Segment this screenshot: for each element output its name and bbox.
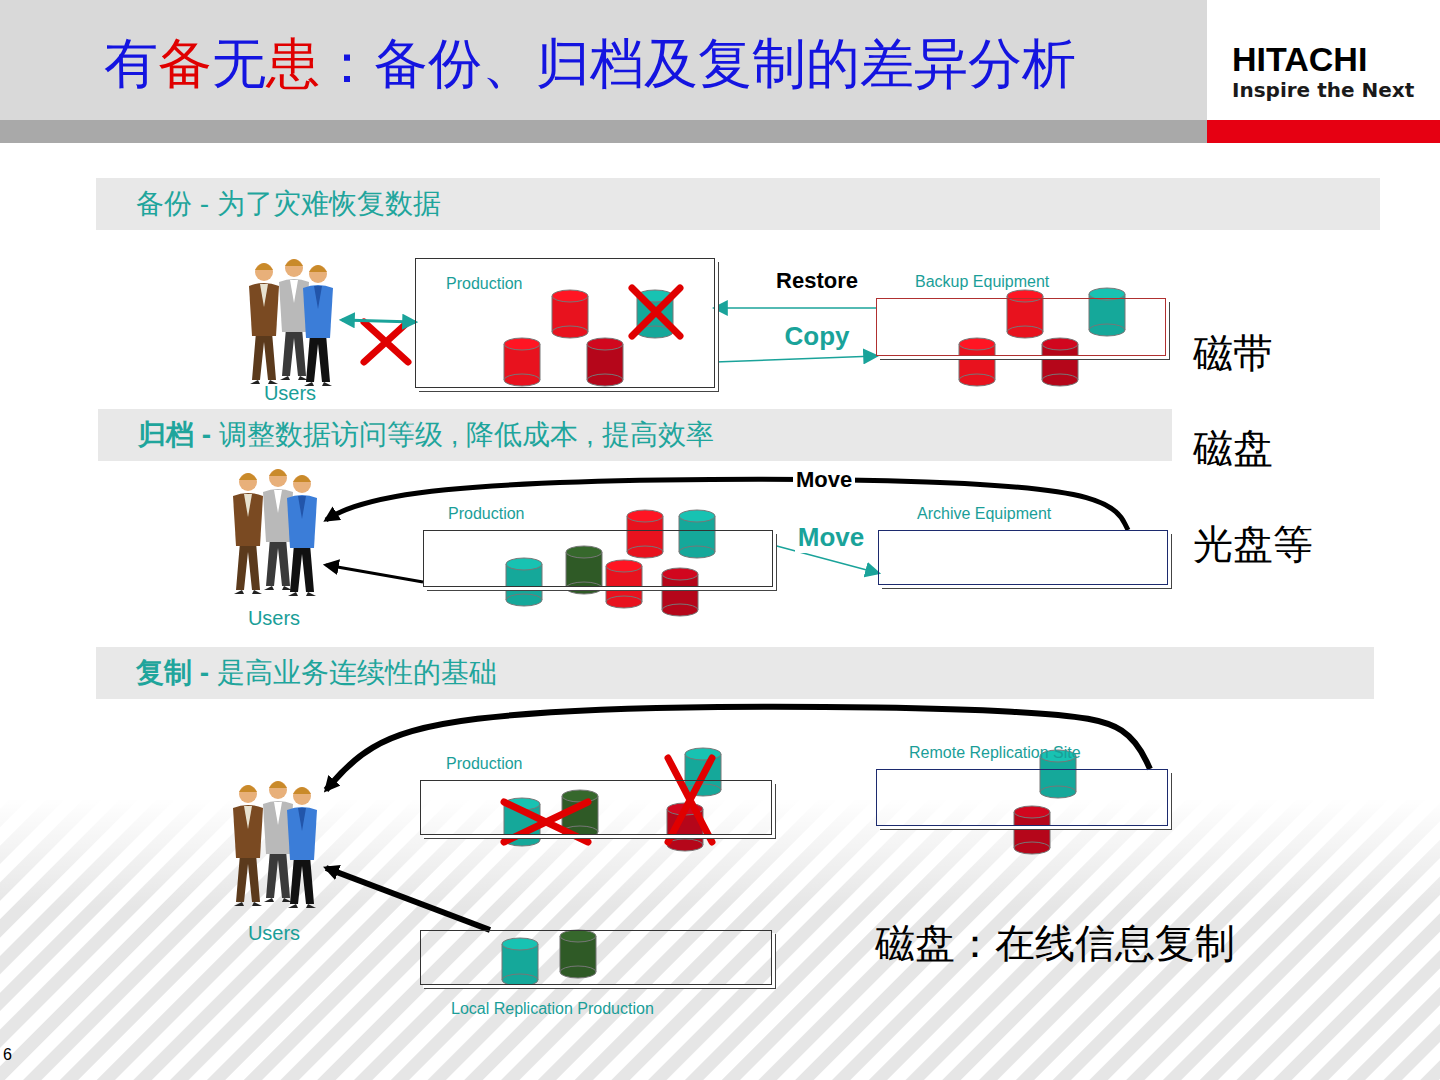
- logo-name: HITACHI: [1232, 40, 1367, 79]
- storage-box: Production: [415, 258, 715, 388]
- x-mark-group: [364, 288, 712, 842]
- flow-connector: [326, 868, 490, 930]
- section-band: 归档 - 调整数据访问等级 , 降低成本 , 提高效率: [98, 409, 1172, 461]
- people-figure: [233, 781, 317, 908]
- title-char: 析: [1022, 33, 1076, 93]
- title-char: 的: [806, 33, 860, 93]
- title-char: 份: [428, 33, 482, 93]
- section-heading: 归档 - 调整数据访问等级 , 降低成本 , 提高效率: [138, 416, 714, 454]
- storage-box: Remote Replication Site: [876, 769, 1168, 826]
- storage-box: Production: [423, 530, 773, 587]
- users-label: Users: [238, 382, 342, 405]
- logo-strip: [1207, 120, 1440, 143]
- slide-title: 有备无患：备份、归档及复制的差异分析: [104, 28, 1076, 101]
- section-heading: 备份 - 为了灾难恢复数据: [136, 185, 441, 223]
- box-heading: Local Replication Production: [451, 1000, 654, 1018]
- flow-connector: [342, 320, 415, 322]
- title-strip: [0, 120, 1207, 143]
- disk-cylinder: [506, 558, 542, 606]
- title-char: 异: [914, 33, 968, 93]
- flow-connector: [715, 307, 876, 309]
- storage-box: Archive Equipment: [878, 530, 1168, 585]
- title-char: 及: [644, 33, 698, 93]
- failure-x: [668, 758, 712, 842]
- title-char: 无: [212, 33, 266, 93]
- box-heading: Production: [446, 275, 523, 293]
- title-char: ：: [320, 33, 374, 93]
- title-char: 差: [860, 33, 914, 93]
- disk-group: [502, 288, 1125, 986]
- disk-cylinder: [1089, 288, 1125, 336]
- title-char: 分: [968, 33, 1022, 93]
- media-note: 光盘等: [1193, 517, 1313, 572]
- title-bar: [0, 0, 1207, 120]
- user-group: Users: [222, 465, 326, 630]
- disk-cylinder: [606, 560, 642, 608]
- heading-key: 复制 -: [136, 657, 209, 688]
- disk-cylinder: [552, 290, 588, 338]
- user-group: Users: [238, 255, 342, 405]
- section-heading: 复制 - 是高业务连续性的基础: [136, 654, 497, 692]
- logo-tagline: Inspire the Next: [1232, 78, 1414, 102]
- hatch-fade: [0, 798, 1440, 908]
- disk-cylinder: [662, 568, 698, 616]
- section-band: 复制 - 是高业务连续性的基础: [96, 647, 1374, 699]
- box-heading: Production: [448, 505, 525, 523]
- heading-rest: 是高业务连续性的基础: [209, 657, 497, 688]
- title-char: 、: [482, 33, 536, 93]
- edge-label: Move: [795, 522, 867, 553]
- page-number: 6: [3, 1046, 12, 1064]
- disk-cylinder: [959, 338, 995, 386]
- title-char: 备: [374, 33, 428, 93]
- failure-x: [364, 322, 408, 362]
- box-heading: Remote Replication Site: [909, 744, 1081, 762]
- disk-cylinder: [502, 938, 538, 986]
- title-char: 制: [752, 33, 806, 93]
- user-group: Users: [222, 775, 326, 945]
- people-figure: [249, 259, 333, 386]
- disk-cylinder: [504, 338, 540, 386]
- failure-x: [504, 802, 588, 842]
- media-note: 磁带: [1193, 326, 1273, 381]
- media-note: 磁盘：在线信息复制: [875, 916, 1235, 971]
- disk-cylinder: [1014, 806, 1050, 854]
- users-label: Users: [222, 922, 326, 945]
- disk-cylinder: [587, 338, 623, 386]
- flow-connector: [715, 356, 876, 362]
- heading-key: 归档 -: [138, 419, 211, 450]
- flow-connector: [326, 479, 1128, 530]
- disk-cylinder: [627, 510, 663, 558]
- edge-label: Copy: [782, 321, 853, 352]
- disk-cylinder: [1042, 338, 1078, 386]
- title-char: 患: [266, 33, 320, 93]
- storage-box: Backup Equipment: [876, 298, 1166, 356]
- edge-label: Move: [793, 467, 855, 493]
- section-band: 备份 - 为了灾难恢复数据: [96, 178, 1380, 230]
- title-char: 备: [158, 33, 212, 93]
- box-heading: Production: [446, 755, 523, 773]
- title-char: 复: [698, 33, 752, 93]
- disk-cylinder: [679, 510, 715, 558]
- media-note: 磁盘: [1193, 421, 1273, 476]
- storage-box: Production: [420, 780, 772, 835]
- box-heading: Backup Equipment: [915, 273, 1049, 291]
- flow-connector: [326, 707, 1150, 790]
- box-heading: Archive Equipment: [917, 505, 1051, 523]
- people-group: [233, 259, 333, 908]
- failure-x: [632, 288, 680, 336]
- users-label: Users: [222, 607, 326, 630]
- edge-label: Restore: [773, 268, 861, 294]
- people-figure: [233, 469, 317, 596]
- heading-rest: 调整数据访问等级 , 降低成本 , 提高效率: [211, 419, 713, 450]
- flow-connector: [326, 565, 423, 582]
- title-char: 档: [590, 33, 644, 93]
- title-char: 归: [536, 33, 590, 93]
- disk-cylinder: [560, 930, 596, 978]
- storage-box: Local Replication Production: [420, 930, 772, 985]
- title-char: 有: [104, 33, 158, 93]
